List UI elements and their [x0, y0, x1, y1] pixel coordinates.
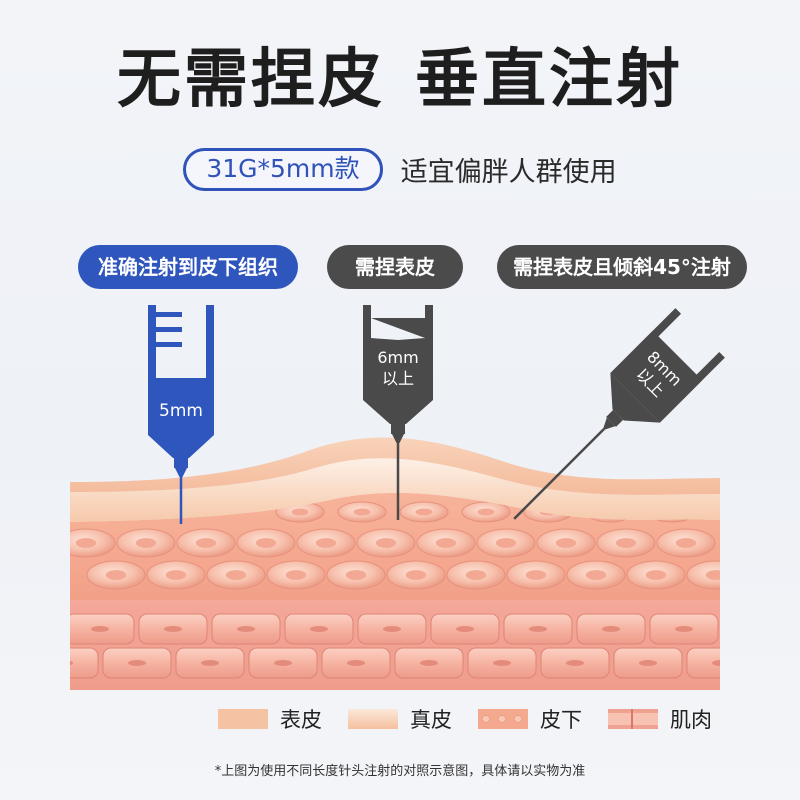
fat-cell-nucleus — [615, 538, 637, 548]
fat-cell-nucleus — [405, 570, 427, 580]
spec-row: 31G*5mm款 适宜偏胖人群使用 — [0, 148, 800, 191]
fat-cell-nucleus — [675, 538, 697, 548]
muscle-fiber-nucleus — [712, 660, 720, 666]
fat-cell-nucleus — [525, 570, 547, 580]
muscle-fiber-nucleus — [493, 660, 511, 666]
legend-swatch-epidermis — [218, 709, 268, 729]
fat-cell-nucleus — [465, 570, 487, 580]
muscle-layer — [70, 600, 791, 690]
muscle-fiber — [70, 647, 99, 679]
fat-cell-nucleus — [255, 538, 277, 548]
legend-item-muscle: 肌肉 — [608, 704, 712, 734]
muscle-fiber-nucleus — [675, 626, 693, 632]
fat-cell-nucleus — [353, 508, 371, 516]
fat-cell-nucleus — [195, 538, 217, 548]
muscle-fiber-nucleus — [383, 626, 401, 632]
title-part-1: 无需捏皮 — [117, 43, 385, 117]
muscle-fiber-nucleus — [274, 660, 292, 666]
footnote: *上图为使用不同长度针头注射的对照示意图，具体请以实物为准 — [214, 764, 586, 779]
legend-swatch-subcutaneous — [478, 709, 528, 729]
syringe-6mm: 6mm 以上 — [363, 305, 433, 520]
muscle-fiber-nucleus — [456, 626, 474, 632]
legend-label: 肌肉 — [670, 708, 712, 732]
fat-cell-nucleus — [165, 570, 187, 580]
muscle-fiber-nucleus — [128, 660, 146, 666]
fat-cell-nucleus — [555, 538, 577, 548]
legend-swatch-dermis — [348, 709, 398, 729]
muscle-fiber — [723, 614, 791, 644]
fat-cell-nucleus — [225, 570, 247, 580]
fat-cell-nucleus — [477, 508, 495, 516]
legend-swatch-muscle — [608, 709, 658, 729]
needle-label-5mm: 准确注射到皮下组织 — [78, 245, 298, 289]
dermis-layer — [70, 458, 720, 522]
legend-item-subcutaneous: 皮下 — [478, 704, 582, 734]
fat-cell-nucleus — [415, 508, 433, 516]
syringe-5mm: 5mm — [148, 305, 214, 524]
muscle-fiber-nucleus — [70, 660, 73, 666]
needle-length-6mm-suffix: 以上 — [382, 369, 414, 388]
fat-cell-nucleus — [585, 570, 607, 580]
muscle-fiber-nucleus — [748, 626, 766, 632]
spec-description: 适宜偏胖人群使用 — [400, 156, 617, 188]
page-title: 无需捏皮垂直注射 — [0, 48, 800, 112]
fat-cell-nucleus — [435, 538, 457, 548]
muscle-fiber-nucleus — [566, 660, 584, 666]
legend-label: 真皮 — [410, 708, 452, 732]
fat-cell-nucleus — [135, 538, 157, 548]
needle-length-6mm: 6mm — [377, 348, 418, 367]
fat-cell-nucleus — [345, 570, 367, 580]
fat-cell-nucleus — [291, 508, 309, 516]
subcutaneous-layer — [70, 492, 720, 600]
legend-item-dermis: 真皮 — [348, 704, 452, 734]
muscle-fiber-nucleus — [529, 626, 547, 632]
legend-item-epidermis: 表皮 — [218, 704, 322, 734]
muscle-fiber-nucleus — [310, 626, 328, 632]
muscle-fiber-nucleus — [420, 660, 438, 666]
fat-cell-nucleus — [285, 570, 307, 580]
fat-cell-nucleus — [705, 570, 720, 580]
legend-label: 表皮 — [280, 708, 322, 732]
legend: 表皮 真皮 皮下 肌肉 — [218, 704, 712, 734]
title-part-2: 垂直注射 — [415, 43, 683, 117]
muscle-fiber-nucleus — [237, 626, 255, 632]
muscle-fiber — [686, 647, 720, 679]
fat-cell-nucleus — [495, 538, 517, 548]
needle-label-8mm: 需捏表皮且倾斜45°注射 — [497, 245, 747, 289]
muscle-fiber-nucleus — [639, 660, 657, 666]
muscle-fiber-nucleus — [164, 626, 182, 632]
needle-label-6mm: 需捏表皮 — [327, 245, 463, 289]
fat-cell-nucleus — [105, 570, 127, 580]
fat-cell-nucleus — [375, 538, 397, 548]
fat-cell-nucleus — [315, 538, 337, 548]
needle-length-5mm: 5mm — [159, 401, 203, 421]
muscle-fiber-nucleus — [602, 626, 620, 632]
epidermis-layer — [70, 437, 720, 495]
muscle-fiber-nucleus — [91, 626, 109, 632]
legend-label: 皮下 — [540, 708, 582, 732]
syringe-8mm: 8mm 以上 — [513, 308, 725, 520]
fat-cell-nucleus — [645, 570, 667, 580]
muscle-fiber-nucleus — [201, 660, 219, 666]
muscle-fiber-nucleus — [347, 660, 365, 666]
spec-badge: 31G*5mm款 — [183, 148, 383, 191]
fat-cell-nucleus — [75, 538, 97, 548]
